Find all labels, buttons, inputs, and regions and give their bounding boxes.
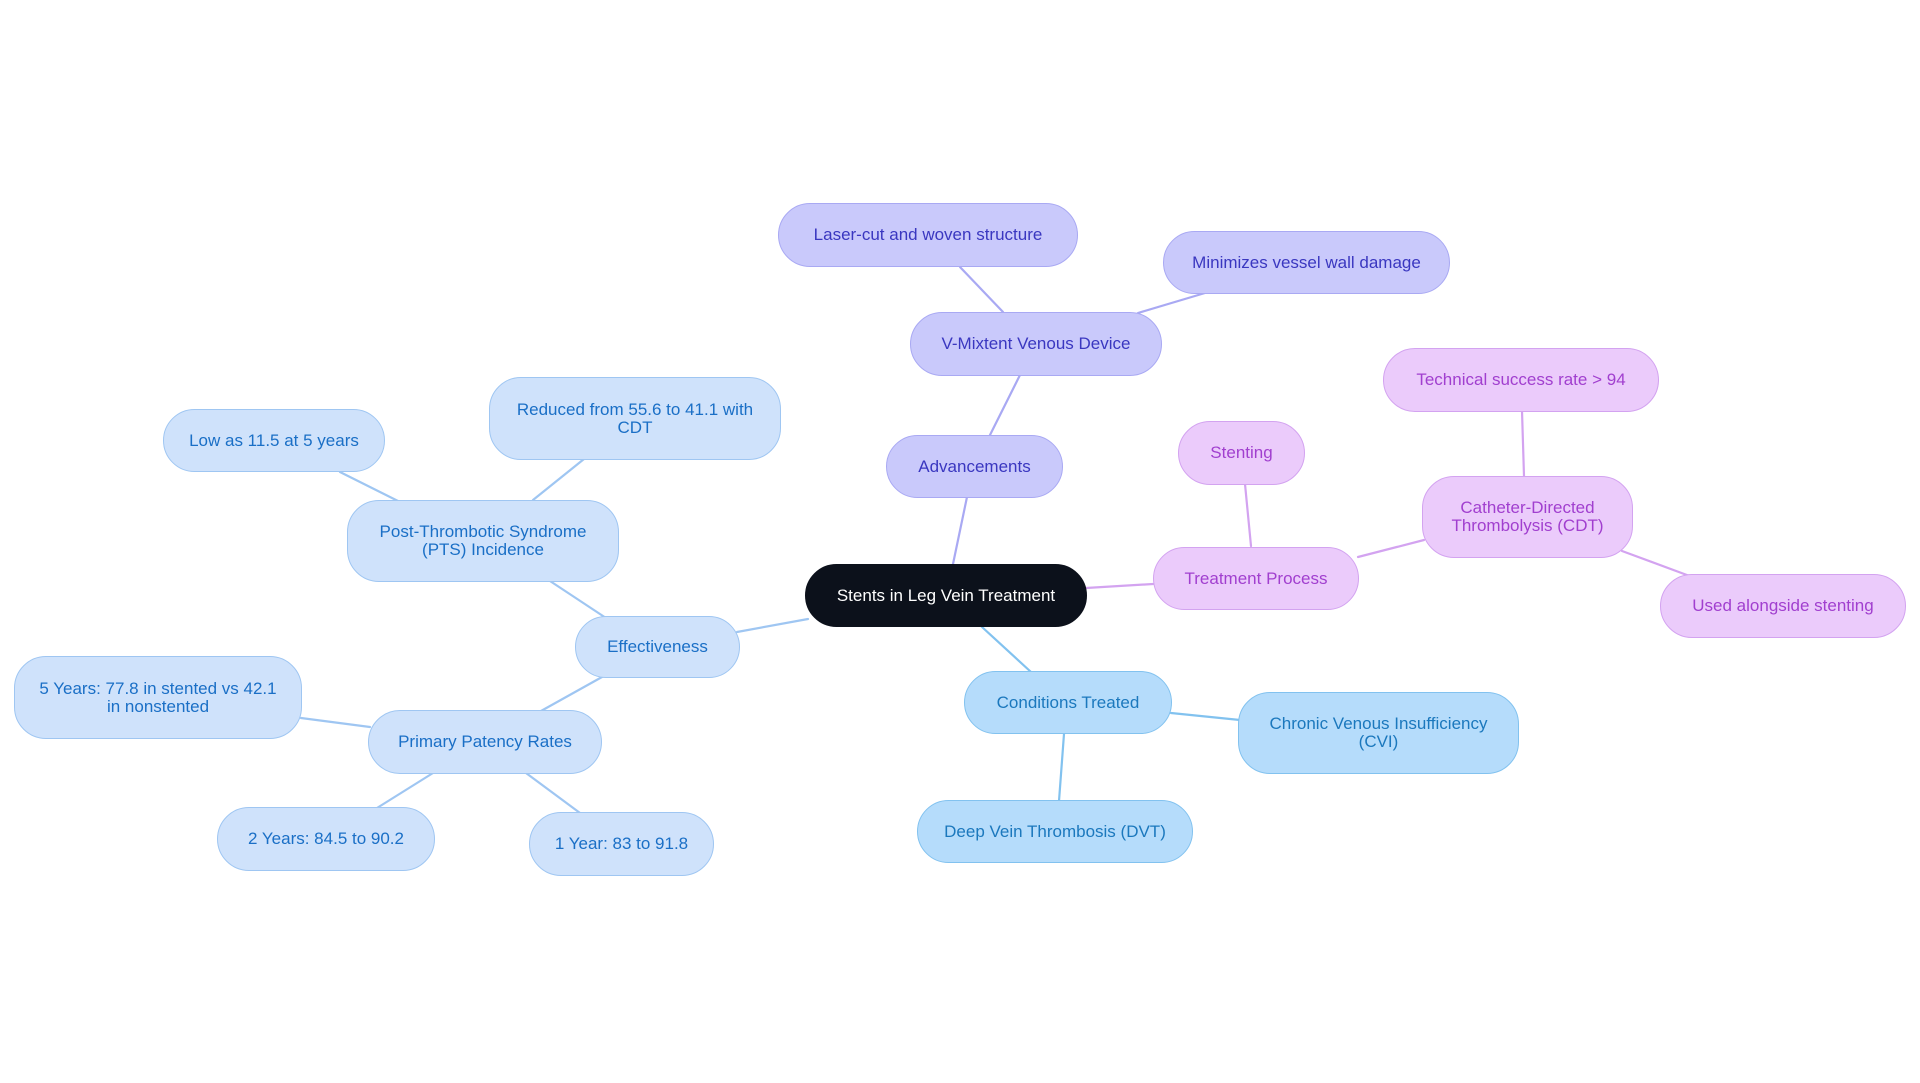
edge-effectiveness-pts (548, 579, 608, 620)
edge-root-advancements (951, 495, 969, 566)
patency-rates-label: Primary Patency Rates (398, 732, 572, 751)
root-label: Stents in Leg Vein Treatment (836, 585, 1056, 605)
five-years-label: 5 Years: 77.8 in stented vs 42.1 in nons… (39, 678, 277, 716)
technical-success-label: Technical success rate > 94 (1416, 370, 1626, 389)
cdt-node[interactable]: Catheter-Directed Thrombolysis (CDT) (1422, 476, 1633, 558)
treatment-process-label: Treatment Process (1184, 568, 1328, 588)
two-years-label: 2 Years: 84.5 to 90.2 (248, 829, 404, 848)
two-years-node[interactable]: 2 Years: 84.5 to 90.2 (217, 807, 435, 871)
v-mixtent-device-label: V-Mixtent Venous Device (941, 334, 1131, 353)
one-year-node[interactable]: 1 Year: 83 to 91.8 (529, 812, 714, 876)
pts-low-node[interactable]: Low as 11.5 at 5 years (163, 409, 385, 472)
one-year-label: 1 Year: 83 to 91.8 (554, 834, 689, 853)
pts-low-label: Low as 11.5 at 5 years (189, 430, 359, 450)
effectiveness-node[interactable]: Effectiveness (575, 616, 740, 678)
minimizes-damage-label: Minimizes vessel wall damage (1192, 252, 1421, 272)
pts-incidence-node[interactable]: Post-Thrombotic Syndrome (PTS) Incidence (347, 500, 619, 582)
cvi-node[interactable]: Chronic Venous Insufficiency (CVI) (1238, 692, 1519, 774)
root-node[interactable]: Stents in Leg Vein Treatment (805, 564, 1087, 627)
stenting-label: Stenting (1210, 443, 1273, 462)
pts-reduced-label: Reduced from 55.6 to 41.1 with CDT (516, 399, 754, 437)
advancements-label: Advancements (918, 456, 1031, 476)
edge-root-treatment (1084, 582, 1155, 590)
laser-cut-structure-label: Laser-cut and woven structure (813, 225, 1043, 244)
edge-treatment-stenting (1243, 482, 1253, 548)
conditions-treated-node[interactable]: Conditions Treated (964, 671, 1172, 734)
patency-rates-node[interactable]: Primary Patency Rates (368, 710, 602, 774)
effectiveness-label: Effectiveness (607, 637, 708, 656)
edge-cdt-alongside (1620, 549, 1697, 580)
cvi-label: Chronic Venous Insufficiency (CVI) (1269, 714, 1488, 751)
edge-pts-reduced (531, 457, 586, 502)
laser-cut-structure-node[interactable]: Laser-cut and woven structure (778, 203, 1078, 267)
edge-patency-one (524, 771, 582, 815)
edge-cdt-success (1520, 409, 1526, 478)
dvt-node[interactable]: Deep Vein Thrombosis (DVT) (917, 800, 1193, 863)
dvt-label: Deep Vein Thrombosis (DVT) (944, 821, 1166, 841)
technical-success-node[interactable]: Technical success rate > 94 (1383, 348, 1659, 412)
minimizes-damage-node[interactable]: Minimizes vessel wall damage (1163, 231, 1450, 294)
edge-effectiveness-patency (539, 675, 604, 713)
edge-conditions-cvi (1169, 711, 1242, 722)
edge-device-damage (1136, 291, 1207, 315)
conditions-treated-label: Conditions Treated (996, 692, 1140, 712)
edge-root-effectiveness (735, 617, 810, 634)
edge-device-structure (958, 265, 1005, 314)
stenting-node[interactable]: Stenting (1178, 421, 1305, 485)
pts-incidence-label: Post-Thrombotic Syndrome (PTS) Incidence (379, 522, 587, 559)
edge-patency-five (299, 716, 372, 729)
used-alongside-label: Used alongside stenting (1692, 596, 1874, 615)
used-alongside-node[interactable]: Used alongside stenting (1660, 574, 1906, 638)
edge-treatment-cdt (1356, 538, 1426, 559)
edge-conditions-dvt (1057, 732, 1066, 803)
v-mixtent-device-node[interactable]: V-Mixtent Venous Device (910, 312, 1162, 376)
advancements-node[interactable]: Advancements (886, 435, 1063, 498)
edge-patency-two (375, 771, 435, 810)
edge-root-conditions (980, 625, 1033, 674)
five-years-node[interactable]: 5 Years: 77.8 in stented vs 42.1 in nons… (14, 656, 302, 739)
treatment-process-node[interactable]: Treatment Process (1153, 547, 1359, 610)
pts-reduced-node[interactable]: Reduced from 55.6 to 41.1 with CDT (489, 377, 781, 460)
cdt-label: Catheter-Directed Thrombolysis (CDT) (1451, 498, 1604, 535)
edge-pts-low (338, 470, 400, 503)
edge-advancements-device (988, 373, 1022, 437)
